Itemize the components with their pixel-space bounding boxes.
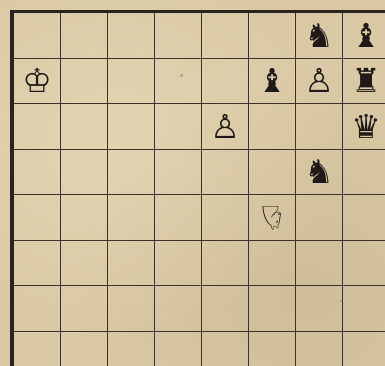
board-square[interactable]: ♞ bbox=[296, 150, 343, 196]
board-square[interactable] bbox=[202, 195, 249, 241]
board-square[interactable] bbox=[61, 286, 108, 332]
board-square[interactable] bbox=[155, 104, 202, 150]
white-pawn-icon[interactable]: ♙ bbox=[304, 64, 334, 97]
board-square[interactable] bbox=[155, 241, 202, 287]
board-square[interactable] bbox=[343, 195, 385, 241]
board-square[interactable] bbox=[296, 332, 343, 366]
board-square[interactable] bbox=[155, 150, 202, 196]
board-square[interactable] bbox=[61, 104, 108, 150]
board-square[interactable] bbox=[249, 241, 296, 287]
board-square[interactable] bbox=[14, 286, 61, 332]
black-queen-icon[interactable]: ♛ bbox=[351, 110, 381, 143]
board-square[interactable] bbox=[343, 241, 385, 287]
board-square[interactable] bbox=[296, 104, 343, 150]
board-square[interactable] bbox=[202, 286, 249, 332]
print-speck bbox=[180, 74, 183, 77]
board-square[interactable] bbox=[14, 104, 61, 150]
board-square[interactable] bbox=[343, 286, 385, 332]
board-square[interactable] bbox=[14, 195, 61, 241]
board-square[interactable] bbox=[14, 332, 61, 366]
board-square[interactable]: ♔ bbox=[14, 59, 61, 105]
chess-board: ♞ ♝ ♔ ♝ ♙ ♜ ♙ ♛ ♞ ♘ bbox=[10, 10, 385, 366]
board-square[interactable] bbox=[108, 59, 155, 105]
board-square[interactable] bbox=[202, 150, 249, 196]
board-square[interactable] bbox=[155, 195, 202, 241]
board-square[interactable] bbox=[108, 150, 155, 196]
board-square[interactable]: ♙ bbox=[202, 104, 249, 150]
print-speck bbox=[340, 300, 342, 302]
white-knight-icon[interactable]: ♘ bbox=[257, 201, 287, 234]
white-king-icon[interactable]: ♔ bbox=[22, 64, 52, 97]
board-square[interactable] bbox=[296, 286, 343, 332]
board-square[interactable] bbox=[108, 104, 155, 150]
board-square[interactable] bbox=[343, 150, 385, 196]
board-square[interactable] bbox=[249, 13, 296, 59]
board-square[interactable] bbox=[14, 13, 61, 59]
black-knight-icon[interactable]: ♞ bbox=[304, 155, 334, 188]
board-square[interactable] bbox=[61, 13, 108, 59]
white-pawn-icon[interactable]: ♙ bbox=[210, 110, 240, 143]
board-square[interactable] bbox=[155, 13, 202, 59]
board-square[interactable] bbox=[249, 332, 296, 366]
board-square[interactable] bbox=[108, 241, 155, 287]
board-square[interactable]: ♜ bbox=[343, 59, 385, 105]
board-square[interactable] bbox=[61, 241, 108, 287]
board-square[interactable] bbox=[202, 13, 249, 59]
board-square[interactable]: ♘ bbox=[249, 195, 296, 241]
board-square[interactable] bbox=[249, 150, 296, 196]
board-square[interactable]: ♝ bbox=[249, 59, 296, 105]
board-square[interactable] bbox=[202, 332, 249, 366]
board-square[interactable]: ♞ bbox=[296, 13, 343, 59]
board-square[interactable] bbox=[155, 332, 202, 366]
board-square[interactable] bbox=[202, 59, 249, 105]
board-square[interactable] bbox=[61, 332, 108, 366]
board-square[interactable] bbox=[249, 286, 296, 332]
board-square[interactable] bbox=[61, 195, 108, 241]
board-square[interactable] bbox=[296, 241, 343, 287]
board-square[interactable]: ♙ bbox=[296, 59, 343, 105]
board-square[interactable] bbox=[155, 286, 202, 332]
board-square[interactable]: ♛ bbox=[343, 104, 385, 150]
board-square[interactable]: ♝ bbox=[343, 13, 385, 59]
board-square[interactable] bbox=[202, 241, 249, 287]
board-square[interactable] bbox=[108, 332, 155, 366]
board-square[interactable] bbox=[249, 104, 296, 150]
board-square[interactable] bbox=[61, 59, 108, 105]
black-rook-icon[interactable]: ♜ bbox=[351, 64, 381, 97]
board-square[interactable] bbox=[61, 150, 108, 196]
black-bishop-icon[interactable]: ♝ bbox=[257, 64, 287, 97]
board-square[interactable] bbox=[155, 59, 202, 105]
board-square[interactable] bbox=[296, 195, 343, 241]
board-square[interactable] bbox=[108, 13, 155, 59]
board-square[interactable] bbox=[14, 150, 61, 196]
board-square[interactable] bbox=[14, 241, 61, 287]
board-square[interactable] bbox=[108, 195, 155, 241]
board-square[interactable] bbox=[343, 332, 385, 366]
black-knight-icon[interactable]: ♞ bbox=[304, 19, 334, 52]
black-bishop-icon[interactable]: ♝ bbox=[351, 19, 381, 52]
board-square[interactable] bbox=[108, 286, 155, 332]
